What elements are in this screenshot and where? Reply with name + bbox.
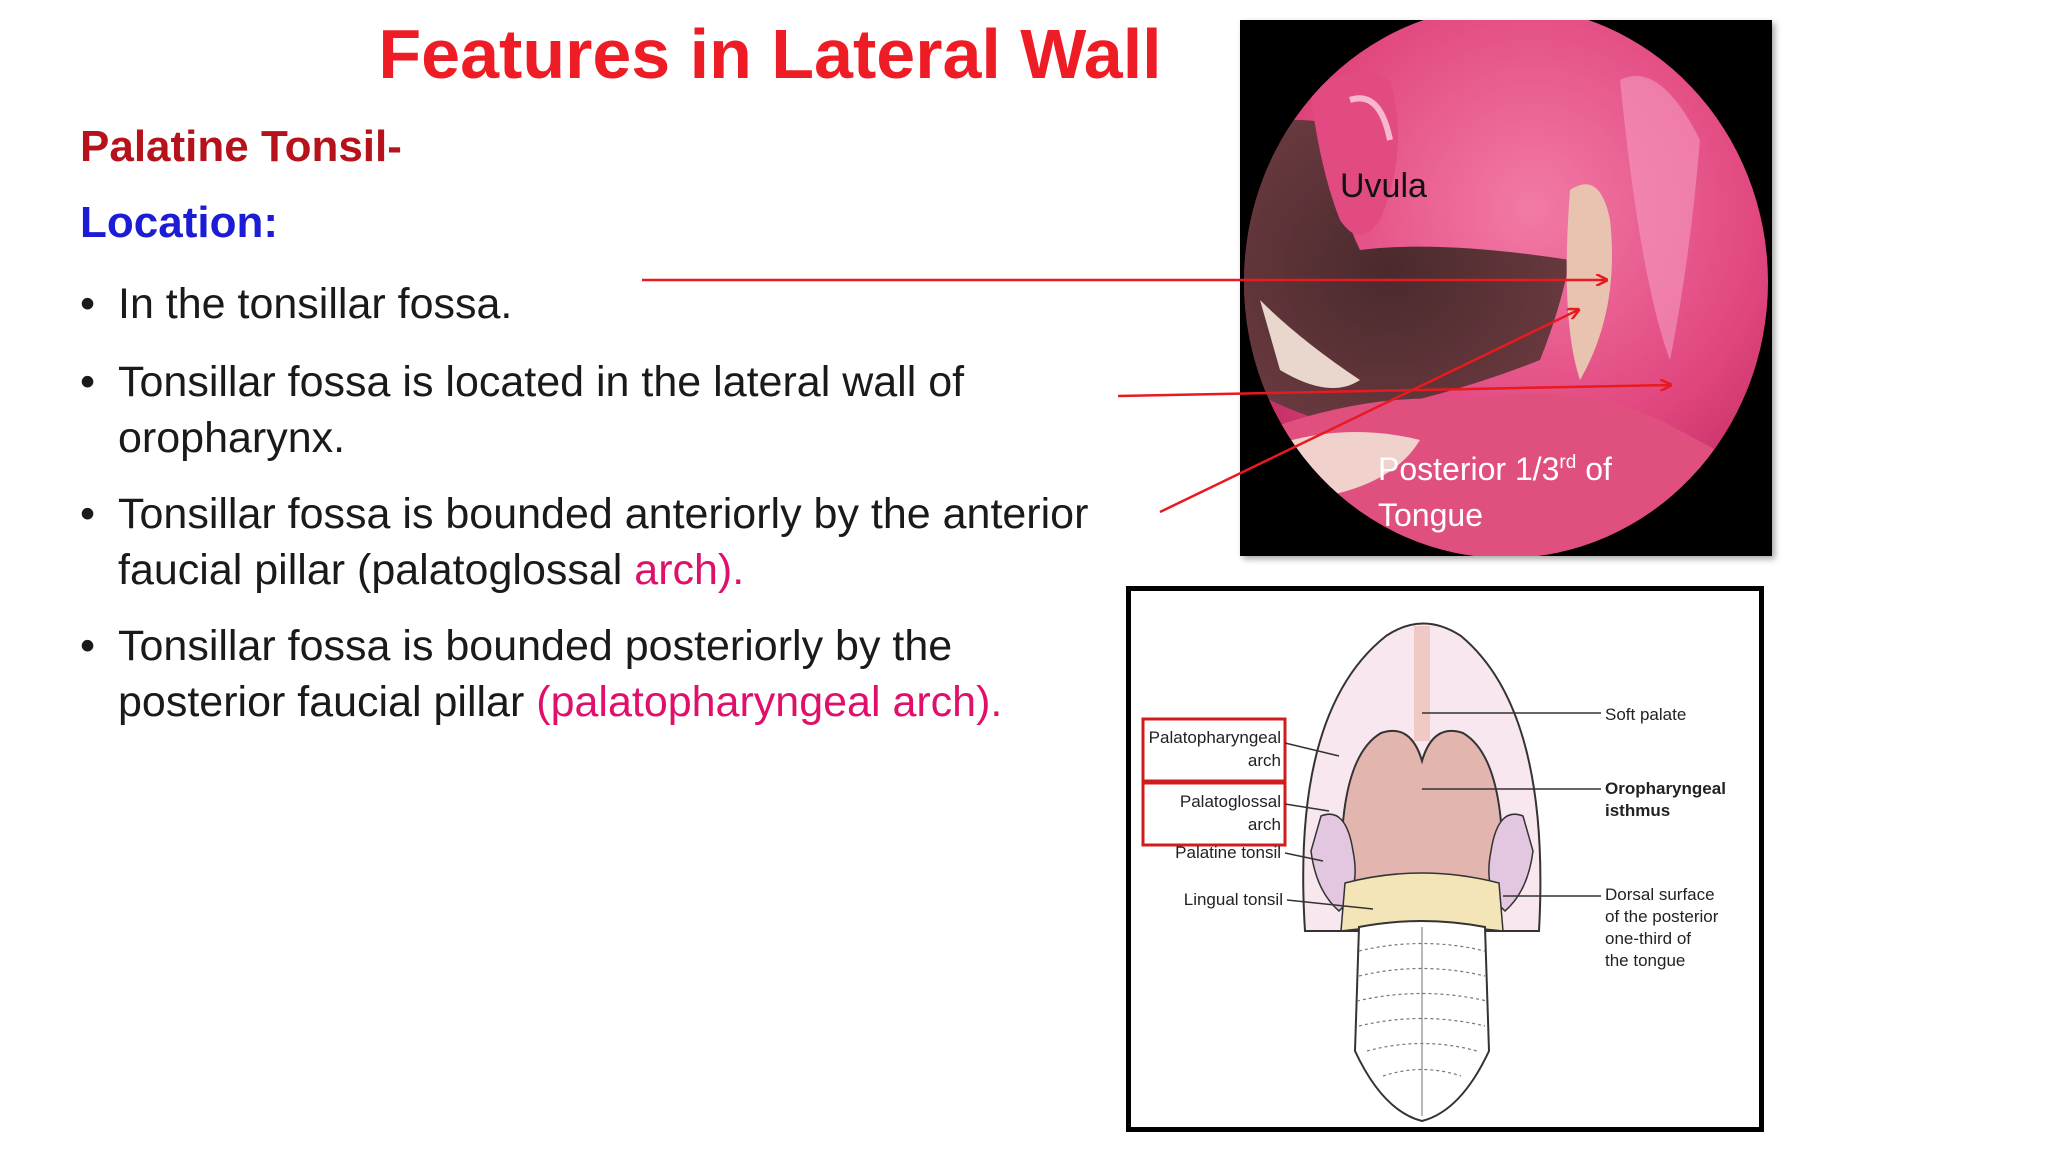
soft-palate-label: Soft palate — [1605, 705, 1686, 724]
isthmus-drawing: Soft palate Oropharyngeal isthmus Dorsal… — [1141, 622, 1726, 1123]
bullet-4-line2: posterior faucial pillar (palatopharynge… — [118, 674, 1002, 730]
arrow-anterior-pillar — [1159, 310, 1578, 514]
dorsal-label-2: of the posterior — [1605, 907, 1719, 926]
tongue-label-line2: Tongue — [1378, 497, 1483, 533]
palatine-tonsil-heading: Palatine Tonsil- — [80, 122, 402, 171]
uvula-label: Uvula — [1340, 167, 1427, 205]
slide-title: Features in Lateral Wall — [378, 15, 1162, 93]
bullet-2-line2: oropharynx. — [118, 414, 346, 462]
oropharyngeal-label-2: isthmus — [1605, 801, 1670, 820]
arrow-lateral-wall — [1117, 385, 1670, 398]
bullet-4-line1: Tonsillar fossa is bounded posteriorly b… — [118, 622, 953, 670]
lingual-tonsil-label: Lingual tonsil — [1184, 890, 1283, 909]
tongue-label-part1: Posterior 1/3 — [1378, 451, 1559, 487]
palatopharyngeal-label-2: arch — [1248, 751, 1281, 770]
bullet-3-line2-plain: faucial pillar (palatoglossal — [118, 546, 635, 594]
tongue-label-line1: Posterior 1/3rd of — [1378, 451, 1612, 487]
dorsal-label-3: one-third of — [1605, 929, 1691, 948]
tongue-label-part2: of — [1576, 451, 1612, 487]
bullet-3-line2-highlight: arch). — [634, 546, 745, 594]
bullet-4-line2-highlight: (palatopharyngeal arch). — [536, 678, 1003, 726]
palatoglossal-label-1: Palatoglossal — [1180, 792, 1281, 811]
dorsal-label-1: Dorsal surface — [1605, 885, 1715, 904]
bullet-3-line1: Tonsillar fossa is bounded anteriorly by… — [118, 490, 1089, 538]
palatopharyngeal-label-1: Palatopharyngeal — [1149, 728, 1281, 747]
bullet-dot: • — [80, 490, 96, 538]
dorsal-label-4: the tongue — [1605, 951, 1685, 970]
location-heading: Location: — [80, 198, 278, 247]
bullet-1-text: In the tonsillar fossa. — [118, 280, 513, 328]
bullet-dot: • — [80, 358, 96, 406]
palatine-tonsil-label: Palatine tonsil — [1175, 843, 1281, 862]
bullet-3-line2: faucial pillar (palatoglossal arch). — [118, 542, 744, 598]
bullet-4-line2-plain: posterior faucial pillar — [118, 678, 537, 726]
bullet-dot: • — [80, 622, 96, 670]
oropharynx-photo-drawing: Uvula Posterior 1/3rd of Tongue — [1244, 20, 1768, 556]
oropharyngeal-label-1: Oropharyngeal — [1605, 779, 1726, 798]
tongue-label-sup: rd — [1559, 452, 1576, 473]
oropharynx-photo: Uvula Posterior 1/3rd of Tongue — [1240, 20, 1772, 556]
palatoglossal-label-2: arch — [1248, 815, 1281, 834]
oropharyngeal-isthmus-diagram: Soft palate Oropharyngeal isthmus Dorsal… — [1126, 586, 1764, 1132]
bullet-dot: • — [80, 280, 96, 328]
bullet-2-line1: Tonsillar fossa is located in the latera… — [118, 358, 965, 406]
